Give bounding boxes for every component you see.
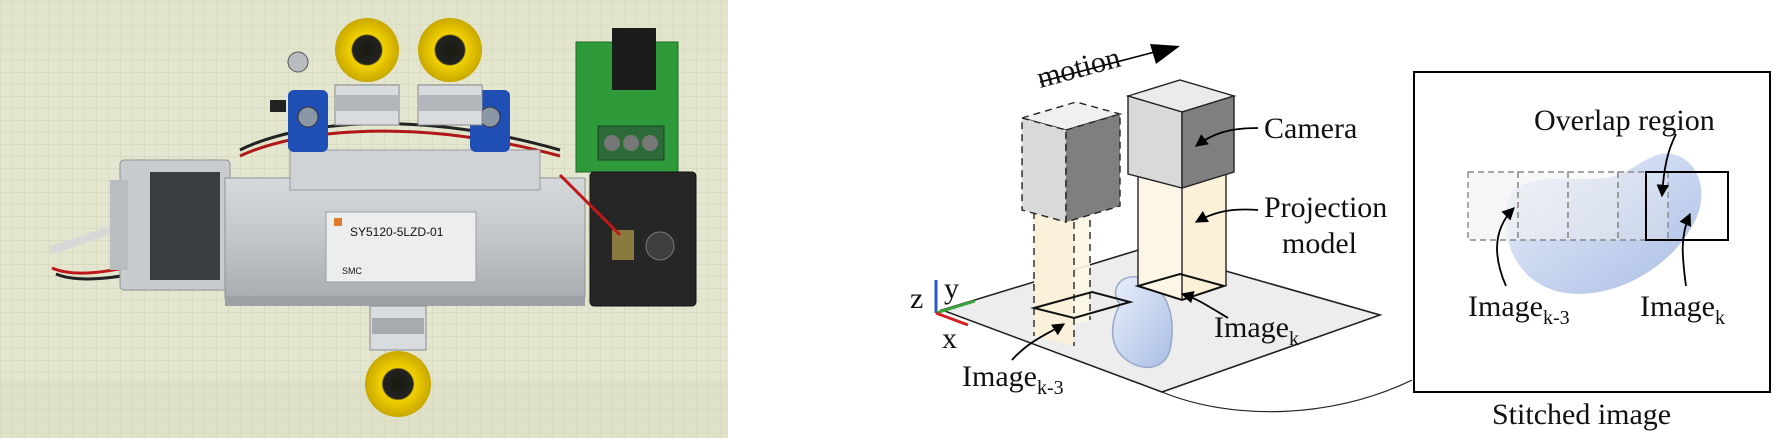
stitched-image-caption: Stitched image [1492, 398, 1671, 431]
stitched-image-k-label: Imagek [1640, 290, 1725, 329]
connector-curve [1161, 379, 1413, 413]
projection-column-k [1138, 174, 1182, 300]
valve-brand-text: SMC [342, 266, 363, 276]
axis-y-line [935, 299, 976, 315]
projection-label-line1: Projection [1264, 191, 1387, 224]
overlap-region-label: Overlap region [1534, 104, 1715, 137]
axis-x-label: x [942, 322, 957, 355]
stitched-tile-3 [1567, 171, 1619, 241]
valve-assembly-photo: SY5120-5LZD-01 SMC [0, 0, 728, 438]
camera-cube-k3-side [1065, 113, 1121, 223]
yellow-tube-fitting-1 [335, 18, 399, 82]
camera-cube-k3-front [1021, 117, 1067, 223]
projection-label-line2: model [1282, 227, 1357, 260]
axis-y-label: y [944, 272, 959, 305]
image-k-callout-arrow [1180, 291, 1229, 319]
image-footprint-k [1134, 272, 1228, 302]
stitched-tile-2 [1517, 171, 1569, 241]
valve-label-plate [325, 211, 477, 283]
overlap-callout-arrow [1656, 133, 1677, 198]
image-k-label: Imagek [1214, 311, 1299, 350]
projection-callout-arrow [1194, 208, 1259, 223]
stitched-image-k3-label: Imagek-3 [1468, 290, 1570, 329]
axis-x-line [935, 311, 969, 327]
motion-label: motion [1033, 41, 1124, 95]
camera-callout-arrow [1194, 127, 1259, 147]
stitched-tile-1 [1467, 171, 1519, 241]
stitched-k-arrow [1679, 212, 1692, 287]
motion-arrow [1039, 47, 1171, 83]
camera-cube-k-front [1127, 95, 1183, 189]
image-footprint-k3 [1030, 290, 1134, 320]
driver-board [589, 171, 697, 307]
overlap-region-box [1645, 171, 1729, 241]
image-k3-callout-arrow [1011, 323, 1066, 361]
object-blob [1111, 276, 1173, 369]
stitched-tile-4 [1617, 171, 1669, 241]
yellow-tube-fitting-3 [365, 351, 431, 417]
valve-model-text: SY5120-5LZD-01 [350, 225, 444, 239]
stitched-k3-arrow [1496, 207, 1515, 287]
axis-z-label: z [910, 282, 923, 315]
camera-cube-k-side [1181, 95, 1235, 189]
yellow-tube-fitting-2 [418, 18, 482, 82]
camera-label: Camera [1264, 112, 1357, 145]
image-k3-label: Imagek-3 [962, 360, 1064, 399]
